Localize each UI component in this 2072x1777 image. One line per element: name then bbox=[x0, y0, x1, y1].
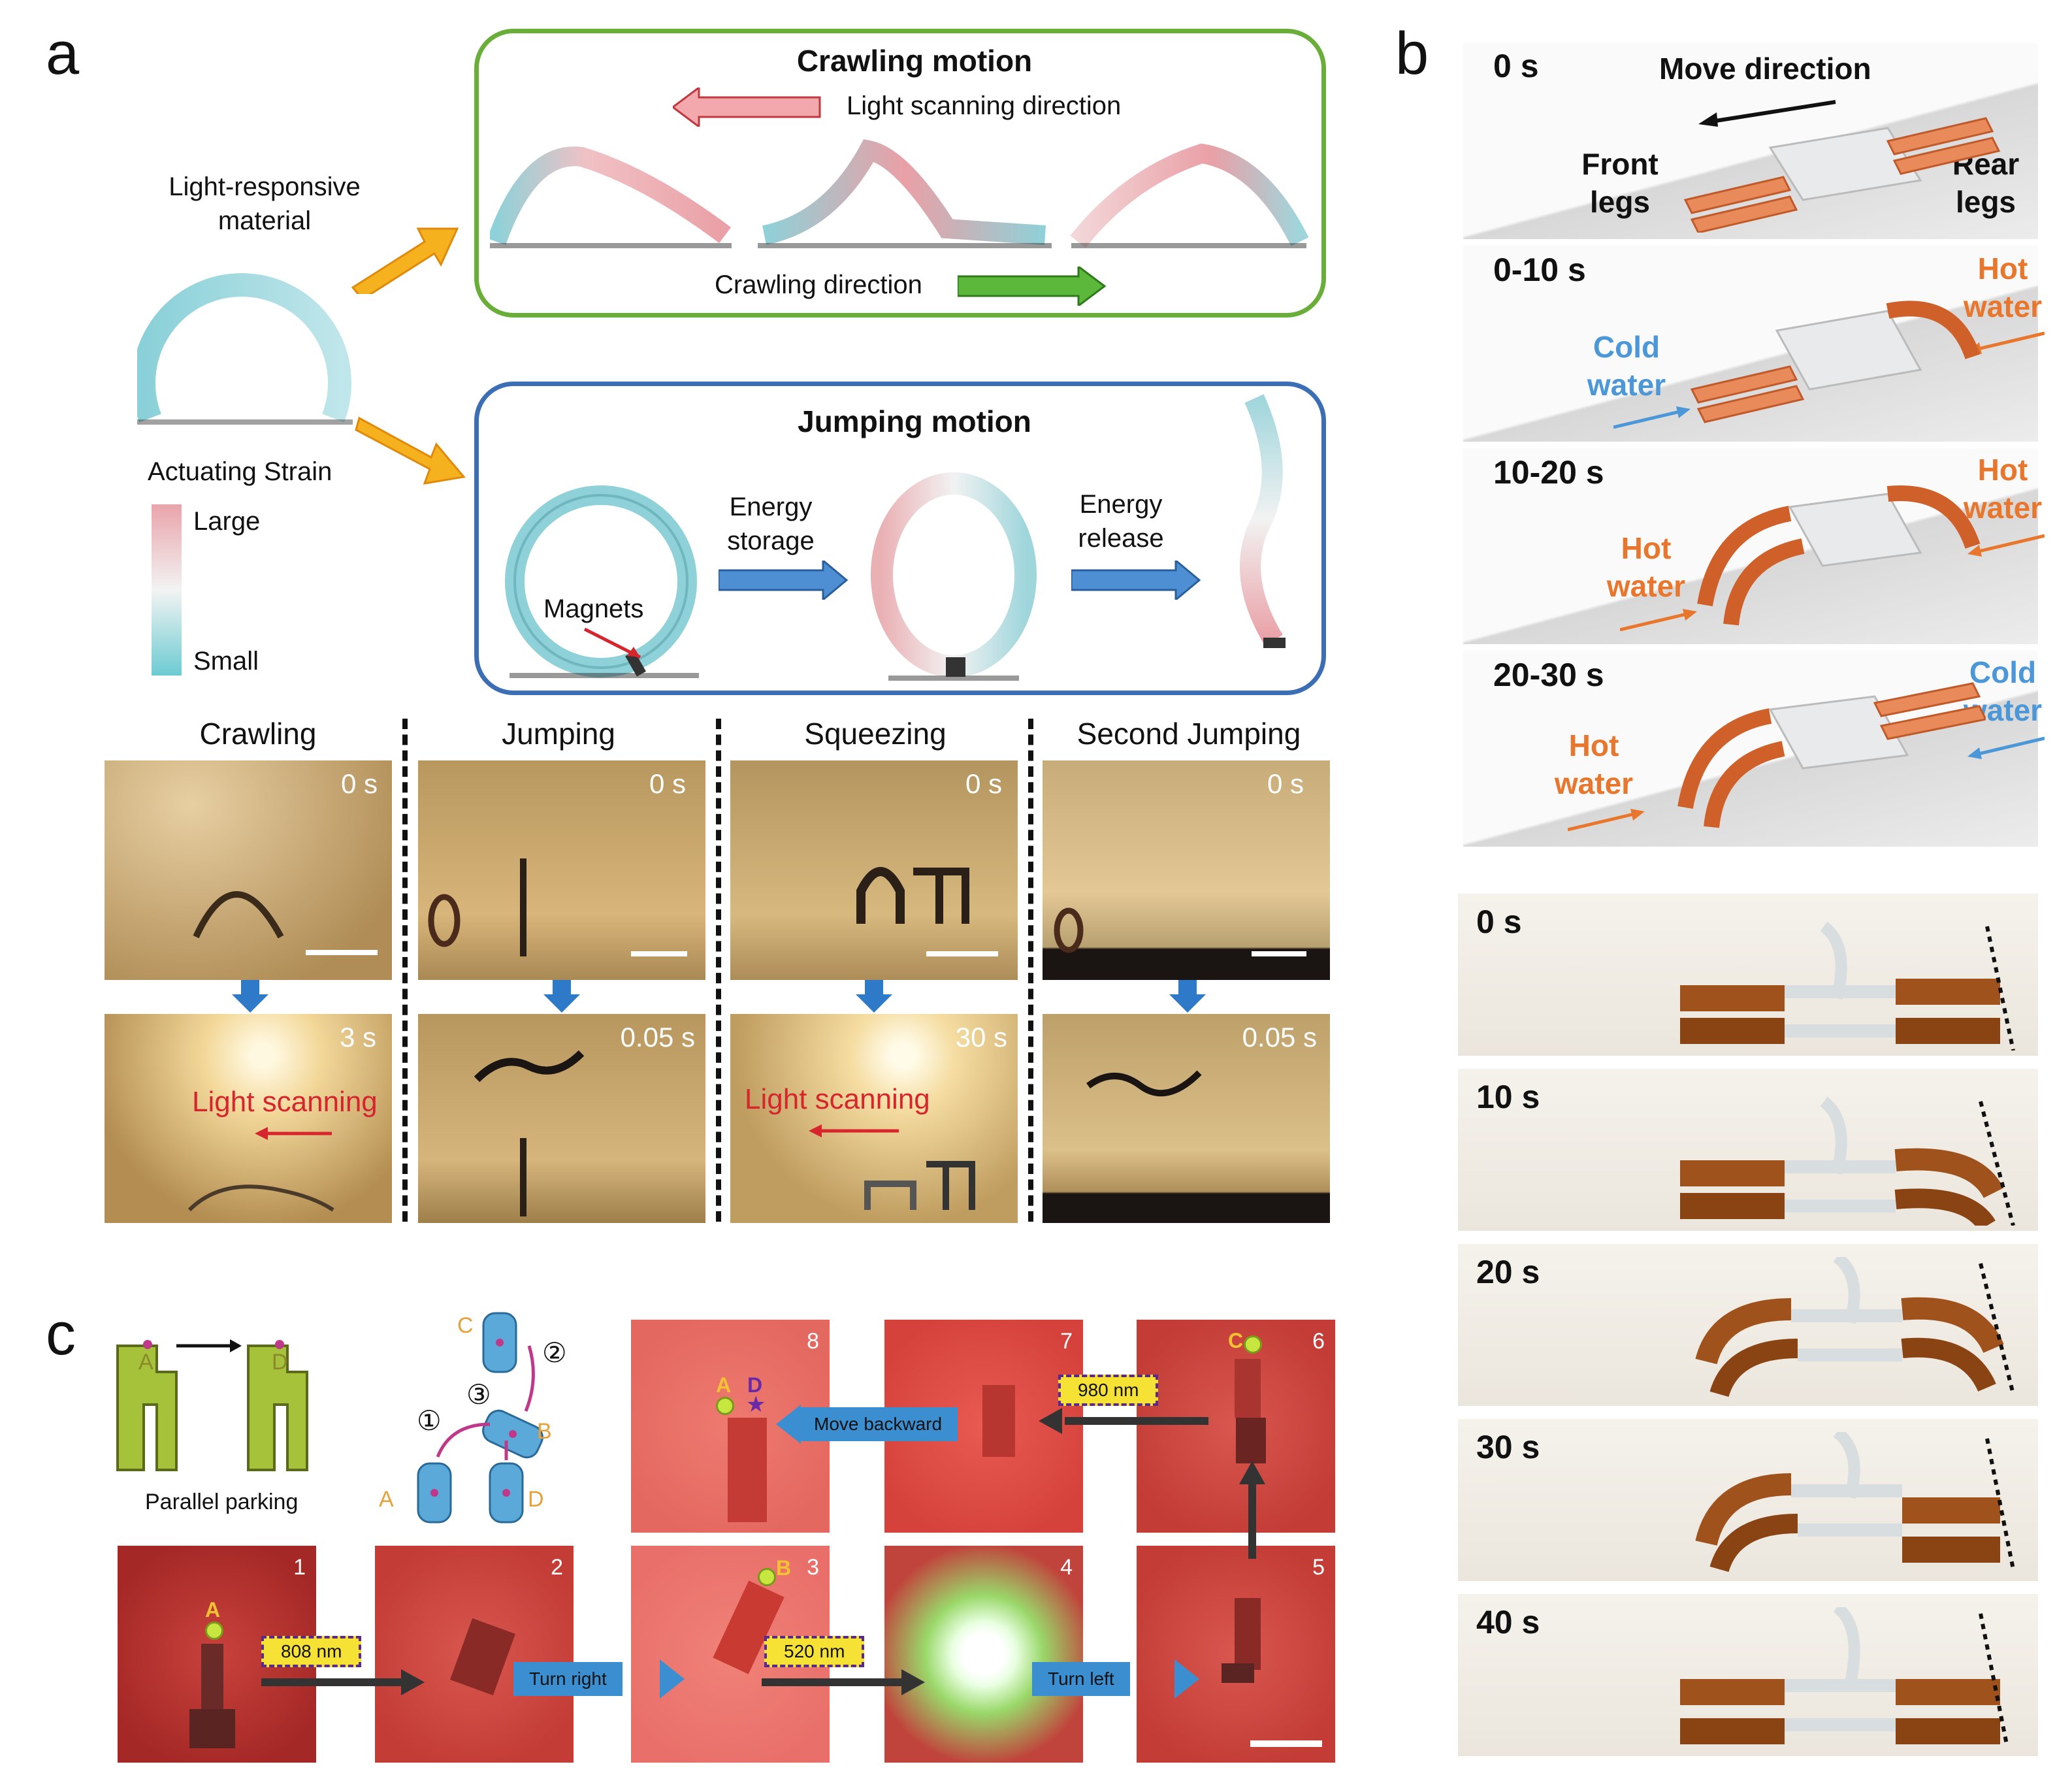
b-photo-40s: 40 s bbox=[1458, 1594, 2038, 1756]
down-arrow-4 bbox=[1169, 980, 1206, 1013]
turn-left-label: Turn left bbox=[1032, 1662, 1130, 1696]
parallel-parking-label: Parallel parking bbox=[145, 1490, 299, 1514]
b-scene-2: 0-10 s Cold water Hot water bbox=[1463, 246, 2045, 442]
magnets-arrow bbox=[583, 627, 641, 659]
crawling-stages bbox=[490, 139, 1309, 248]
parking-schematic bbox=[116, 1339, 308, 1471]
b-photo-0s: 0 s bbox=[1458, 894, 2038, 1056]
magnets-label: Magnets bbox=[543, 595, 644, 623]
frame-8: 8 A D ★ bbox=[631, 1320, 830, 1533]
step-1: ① bbox=[417, 1405, 442, 1436]
move-backward-label: Move backward bbox=[798, 1407, 958, 1441]
col-title-crawling: Crawling bbox=[199, 717, 317, 751]
car-label-c: C bbox=[457, 1313, 474, 1338]
b-scene-1: 0 s Move direction Front legs Rear legs bbox=[1463, 43, 2038, 239]
b-scene-3: 10-20 s Hot water Hot water bbox=[1463, 448, 2045, 644]
down-arrow-3 bbox=[856, 980, 892, 1013]
photo-jumping-t0: 0 s bbox=[418, 760, 705, 980]
separator-1 bbox=[402, 719, 408, 1222]
col-title-jumping: Jumping bbox=[502, 717, 615, 751]
frame-6: 6 C bbox=[1137, 1320, 1335, 1533]
strain-colorbar bbox=[152, 504, 182, 676]
wavelength-520: 520 nm bbox=[764, 1636, 865, 1667]
parking-label-d: D bbox=[272, 1350, 288, 1375]
crawling-motion-box bbox=[474, 29, 1326, 318]
blue-arrow-storage bbox=[719, 561, 849, 600]
orange-arrow-up bbox=[351, 227, 459, 294]
ring-magnets bbox=[505, 485, 699, 678]
col-title-squeezing: Squeezing bbox=[804, 717, 947, 751]
car-label-a: A bbox=[379, 1487, 394, 1512]
separator-3 bbox=[1028, 719, 1033, 1222]
photo-squeezing-t1: 30 s Light scanning bbox=[730, 1014, 1018, 1223]
wavelength-808: 808 nm bbox=[261, 1636, 362, 1667]
b-photo-30s: 30 s bbox=[1458, 1419, 2038, 1581]
scale-bar-c bbox=[1250, 1740, 1322, 1747]
blue-arrow-turn-left bbox=[1174, 1659, 1199, 1699]
blue-arrow-move-back bbox=[776, 1405, 801, 1444]
photo-second-jumping-t1: 0.05 s bbox=[1043, 1014, 1330, 1223]
blue-arrow-turn-right bbox=[660, 1659, 685, 1699]
pink-arrow-left bbox=[673, 88, 821, 127]
green-arrow-right bbox=[958, 267, 1107, 306]
arrow-6-7 bbox=[1039, 1408, 1208, 1434]
strain-title: Actuating Strain bbox=[148, 457, 332, 486]
strain-large-label: Large bbox=[193, 507, 261, 536]
arrow-3-4 bbox=[762, 1669, 925, 1695]
down-arrow-1 bbox=[232, 980, 268, 1013]
separator-2 bbox=[716, 719, 721, 1222]
step-2: ② bbox=[542, 1337, 567, 1368]
frame-5: 5 bbox=[1137, 1546, 1335, 1763]
cars-diagram bbox=[417, 1312, 543, 1524]
light-scanning-label-squeezing: Light scanning bbox=[745, 1083, 930, 1115]
b-photo-20s: 20 s bbox=[1458, 1244, 2038, 1406]
panel-label-c: c bbox=[46, 1301, 76, 1367]
b-scene-4: 20-30 s Hot water Cold water bbox=[1463, 651, 2045, 847]
blue-arrow-release bbox=[1071, 561, 1201, 600]
arrow-5-6 bbox=[1239, 1461, 1265, 1559]
col-title-second-jumping: Second Jumping bbox=[1076, 717, 1301, 751]
turn-right-label: Turn right bbox=[513, 1662, 623, 1696]
wavelength-980: 980 nm bbox=[1058, 1375, 1159, 1406]
down-arrow-2 bbox=[543, 980, 580, 1013]
crawling-direction-label: Crawling direction bbox=[715, 270, 922, 299]
car-label-d: D bbox=[528, 1487, 544, 1512]
photo-squeezing-t0: 0 s bbox=[730, 760, 1018, 980]
photo-second-jumping-t0: 0 s bbox=[1043, 760, 1330, 980]
b-photo-10s: 10 s bbox=[1458, 1069, 2038, 1231]
jumping-motion-box bbox=[474, 382, 1326, 695]
released-strip bbox=[1240, 394, 1286, 648]
frame-4: 4 bbox=[884, 1546, 1083, 1763]
light-scanning-direction-label: Light scanning direction bbox=[847, 91, 1122, 120]
tilted-ring bbox=[871, 472, 1037, 681]
jumping-motion-title: Jumping motion bbox=[798, 404, 1031, 438]
arrow-1-2 bbox=[261, 1669, 425, 1695]
material-label: Light-responsive material bbox=[169, 172, 361, 235]
energy-release-label: Energy release bbox=[1078, 490, 1164, 553]
photo-crawling-t0: 0 s bbox=[105, 760, 392, 980]
strain-small-label: Small bbox=[193, 647, 259, 676]
frame-2: 2 bbox=[375, 1546, 574, 1763]
photo-crawling-t1: 3 s Light scanning bbox=[105, 1014, 392, 1223]
car-label-b: B bbox=[537, 1419, 552, 1444]
orange-arrow-down bbox=[355, 416, 466, 485]
crawling-motion-title: Crawling motion bbox=[796, 44, 1033, 78]
panel-label-a: a bbox=[46, 20, 80, 87]
arch-illustration bbox=[137, 273, 353, 425]
panel-label-b: b bbox=[1395, 20, 1429, 87]
step-3: ③ bbox=[466, 1379, 491, 1410]
energy-storage-label: Energy storage bbox=[727, 493, 815, 555]
light-scanning-label-crawling: Light scanning bbox=[192, 1086, 378, 1118]
photo-jumping-t1: 0.05 s bbox=[418, 1014, 705, 1223]
parking-label-a: A bbox=[138, 1350, 154, 1375]
